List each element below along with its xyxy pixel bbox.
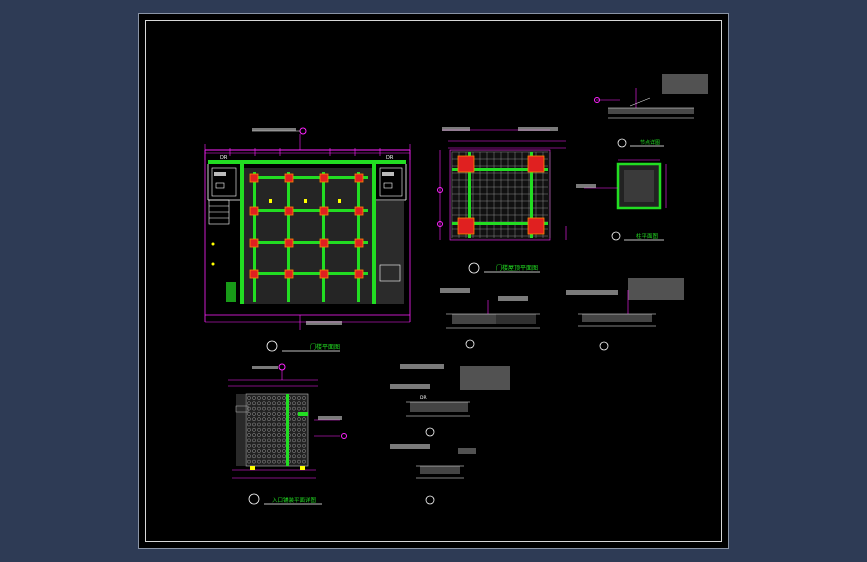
- section-details: DR: [390, 278, 684, 505]
- main-floor-plan: DR DR 门楼平面图: [204, 127, 411, 352]
- main-plan-title: 门楼平面图: [310, 343, 340, 351]
- door-tag-left: DR: [220, 155, 228, 161]
- small-detail-title: 节点详图: [640, 139, 660, 146]
- pavement-plan: 入口铺装平面详图: [228, 363, 347, 505]
- door-tag-right: DR: [386, 155, 394, 161]
- column-plan-title: 柱平面图: [636, 232, 659, 240]
- roof-plan-title: 门楼屋顶平面图: [496, 264, 538, 272]
- column-plan: 柱平面图: [576, 159, 667, 241]
- main-plan-title-bubble: [266, 340, 278, 352]
- roof-plan: 门楼屋顶平面图: [437, 127, 567, 274]
- title-block-frame: [145, 20, 722, 542]
- door-tag-mid: DR: [420, 395, 427, 401]
- top-right-detail: 节点详图: [594, 74, 708, 148]
- pavement-plan-title: 入口铺装平面详图: [272, 496, 317, 504]
